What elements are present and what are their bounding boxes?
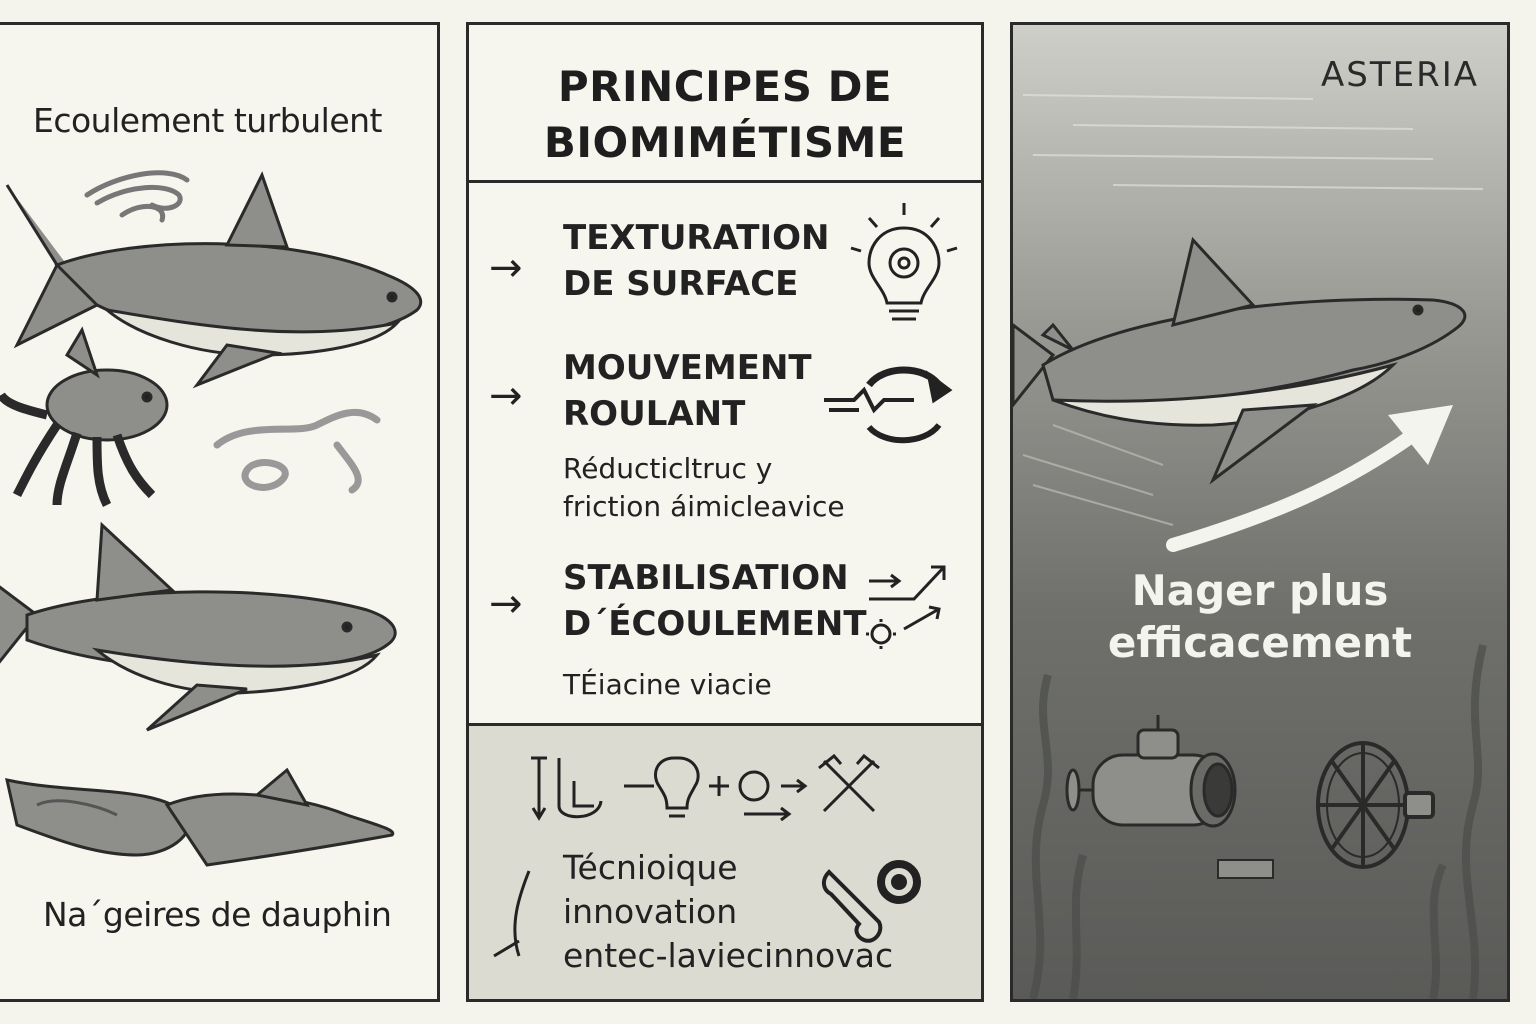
- shark-swimming-illustration: [1013, 236, 1467, 485]
- swirl-icon: [84, 170, 190, 223]
- left-illustrations: [0, 170, 423, 867]
- innovation-box: Técnioique innovation entec-laviecinnova…: [469, 723, 981, 999]
- rolling-arrows-icon: [824, 366, 953, 444]
- innovation-text-line-3: entec-laviecinnovac: [563, 936, 894, 975]
- shark-top-illustration: [5, 171, 423, 389]
- middle-panel: PRINCIPES DE BIOMIMÉTISME → TEXTURATION …: [466, 22, 984, 1002]
- process-flow-icons: [531, 753, 880, 822]
- innovation-text: Técnioique innovation entec-laviecinnova…: [563, 846, 893, 978]
- principle-sub-2: friction áimicleavice: [563, 490, 845, 523]
- efficiency-arrow-icon: [1166, 405, 1453, 552]
- principle-heading-2: ROULANT: [563, 394, 746, 434]
- motion-streaks: [1022, 424, 1174, 526]
- principle-flow-stabilization: → STABILISATION D´ÉCOULEMENT TÉiacine vi…: [469, 555, 981, 725]
- innovation-text-line-2: innovation: [563, 892, 738, 931]
- wave-swirl-icon: [213, 408, 381, 494]
- tagline: Nager plus efficacement: [1013, 565, 1507, 669]
- tagline-line-1: Nager plus: [1131, 566, 1389, 615]
- octopus-illustration: [0, 326, 169, 508]
- seaweed-illustration: [1029, 644, 1487, 999]
- principle-sub-1: TÉiacine viacie: [563, 668, 772, 701]
- right-panel: ASTERIA: [1010, 22, 1510, 1002]
- wrench-gear-icon: [822, 860, 921, 943]
- turbulent-flow-caption: Ecoulement turbulent: [33, 101, 382, 140]
- dolphin-fins-illustration: [5, 767, 395, 867]
- principle-rolling-motion: → MOUVEMENT ROULANT Réducticltruc y fric…: [469, 345, 981, 535]
- principle-heading-1: MOUVEMENT: [563, 348, 812, 388]
- arrow-icon: →: [489, 245, 523, 291]
- principle-heading-1: STABILISATION: [563, 558, 849, 598]
- title-line-1: PRINCIPES DE: [557, 62, 893, 111]
- underwater-scene: [1013, 94, 1487, 999]
- tagline-line-2: efficacement: [1107, 618, 1413, 667]
- principle-heading-1: TEXTURATION: [563, 218, 830, 258]
- left-panel: Ecoulement turbulent: [0, 22, 440, 1002]
- title-line-2: BIOMIMÉTISME: [543, 118, 907, 167]
- principle-heading-2: DE SURFACE: [563, 264, 799, 304]
- principle-sub-1: Réducticltruc y: [563, 452, 773, 485]
- debris-illustration: [1217, 859, 1274, 879]
- propeller-illustration: [1316, 741, 1435, 869]
- water-surface: [1022, 94, 1484, 190]
- arrow-icon: →: [489, 373, 523, 419]
- flow-arrows-icon: [866, 565, 946, 649]
- dolphin-fins-caption: Na´geires de dauphin: [43, 895, 392, 934]
- principle-surface-texturing: → TEXTURATION DE SURFACE: [469, 203, 981, 345]
- brand-logo: ASTERIA: [1320, 55, 1479, 95]
- lightbulb-gear-icon: [850, 203, 958, 321]
- shark-middle-illustration: [0, 521, 397, 732]
- innovation-text-line-1: Técnioique: [563, 848, 738, 887]
- pen-stroke-icon: [493, 870, 531, 958]
- principle-heading-2: D´ÉCOULEMENT: [563, 604, 867, 644]
- panel-title: PRINCIPES DE BIOMIMÉTISME: [469, 25, 981, 183]
- submarine-illustration: [1065, 715, 1237, 828]
- arrow-icon: →: [489, 581, 523, 627]
